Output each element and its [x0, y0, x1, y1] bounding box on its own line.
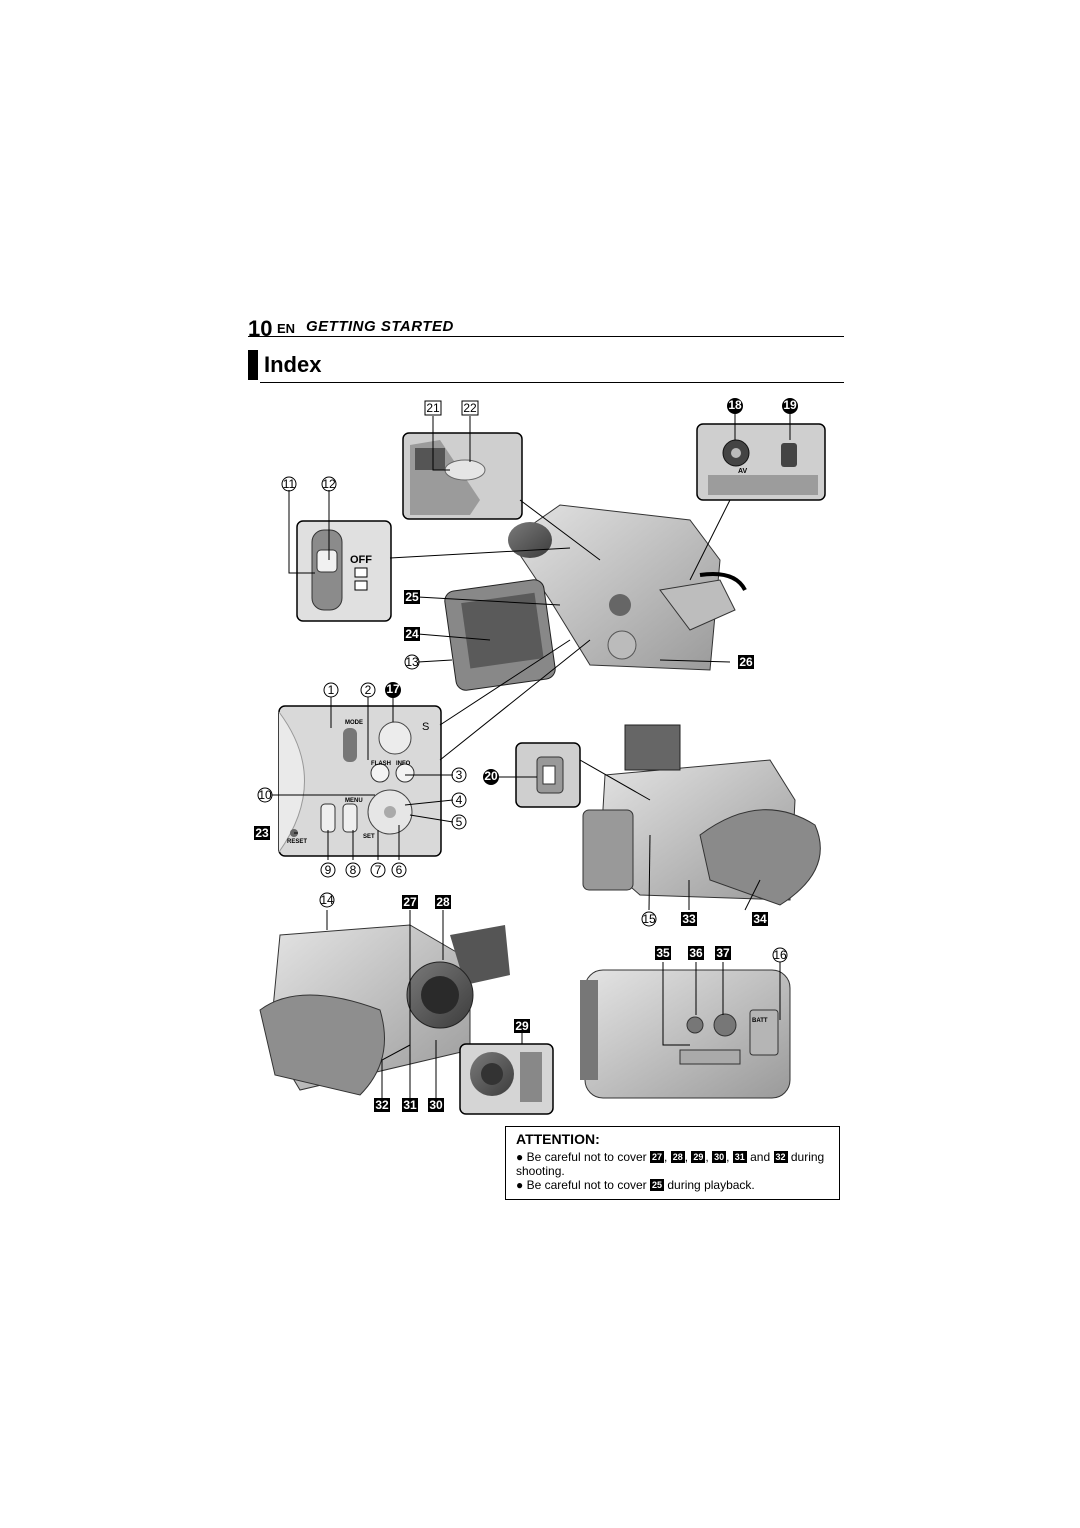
callouts-filled-text: 17 18 19 20 [386, 398, 797, 783]
callout-20: 20 [484, 769, 498, 783]
note2-prefix: Be careful not to cover [526, 1178, 647, 1192]
ref-chip-30: 30 [712, 1151, 727, 1163]
callout-3: 3 [456, 768, 463, 782]
callout-23: 23 [255, 826, 269, 840]
callouts-circle-text: 11 12 13 1 2 3 4 5 10 9 8 7 6 14 15 16 [258, 477, 787, 962]
callout-36: 36 [689, 946, 703, 960]
camcorder-main-view [444, 504, 747, 691]
callout-31: 31 [403, 1098, 417, 1112]
camcorder-parts-figure: OFF AV MODE FLASH INFO [254, 398, 826, 1115]
ref-chip-32: 32 [773, 1151, 788, 1163]
mode-label: MODE [345, 720, 363, 726]
leader-lines [272, 414, 791, 1098]
callout-27: 27 [403, 895, 417, 909]
ref-chip-31: 31 [732, 1151, 747, 1163]
bullet-icon: ● [516, 1178, 524, 1192]
callout-16: 16 [773, 948, 787, 962]
callout-17: 17 [386, 682, 400, 696]
camcorder-grip-view [582, 724, 821, 906]
note1-prefix: Be careful not to cover [526, 1150, 647, 1164]
callouts-square-outline [424, 400, 479, 416]
callout-28: 28 [436, 895, 450, 909]
callout-32: 32 [375, 1098, 389, 1112]
menu-label: MENU [345, 798, 363, 804]
attention-title: ATTENTION: [516, 1131, 600, 1147]
page-number: 10 [248, 316, 273, 341]
attention-note-shooting: ● Be careful not to cover 27, 28, 29, 30… [516, 1150, 825, 1178]
ref-chip-27: 27 [650, 1151, 665, 1163]
detail-jacks: AV [696, 423, 826, 501]
attention-box [505, 1126, 840, 1200]
reset-label: RESET [287, 839, 307, 845]
callouts-square-filled [254, 590, 768, 1112]
camcorder-bottom-view: BATT [580, 969, 791, 1099]
callout-7: 7 [375, 863, 382, 877]
av-label: AV [738, 468, 748, 475]
callout-5: 5 [456, 815, 463, 829]
note1-suffix: during shooting. [516, 1150, 825, 1178]
callouts-circle [257, 476, 788, 963]
flash-label: FLASH [371, 761, 391, 767]
callout-8: 8 [350, 863, 357, 877]
ref-chip-25: 25 [650, 1179, 665, 1191]
note2-suffix: during playback. [667, 1178, 755, 1192]
callout-29: 29 [515, 1019, 529, 1033]
callout-37: 37 [716, 946, 730, 960]
camcorder-front-view [259, 924, 510, 1096]
callout-6: 6 [396, 863, 403, 877]
language-code: EN [277, 321, 296, 336]
callout-12: 12 [322, 477, 336, 491]
callout-25: 25 [405, 590, 419, 604]
attention-note-playback: ● Be careful not to cover 25 during play… [516, 1178, 836, 1192]
s-label: S [422, 721, 429, 733]
note1-and: and [750, 1150, 771, 1164]
bullet-icon: ● [516, 1150, 524, 1164]
callout-22: 22 [463, 401, 477, 415]
callouts-square-filled-text: 25 24 26 23 27 28 29 32 31 30 33 34 35 3… [255, 590, 767, 1112]
index-title: Index [264, 352, 322, 377]
set-label: SET [363, 834, 375, 840]
callouts-square-outline-text: 21 22 [426, 401, 477, 415]
callout-2: 2 [365, 683, 372, 697]
callout-11: 11 [283, 477, 296, 491]
callout-18: 18 [728, 398, 742, 412]
callout-10: 10 [258, 788, 272, 802]
callout-33: 33 [682, 912, 696, 926]
callout-34: 34 [753, 912, 767, 926]
callout-35: 35 [656, 946, 670, 960]
callout-4: 4 [456, 793, 463, 807]
index-marker [248, 350, 258, 380]
detail-slider-20 [515, 742, 581, 808]
info-label: INFO [396, 761, 411, 767]
index-rule [260, 382, 844, 383]
callout-30: 30 [429, 1098, 443, 1112]
detail-lens [459, 1043, 554, 1115]
callout-1: 1 [328, 683, 335, 697]
header-rule [248, 336, 844, 337]
detail-control-panel: MODE FLASH INFO MENU SET RESET S [278, 705, 442, 857]
off-label: OFF [350, 554, 372, 566]
callout-13: 13 [405, 655, 419, 669]
ref-chip-29: 29 [691, 1151, 706, 1163]
callout-19: 19 [783, 398, 797, 412]
callout-26: 26 [739, 655, 753, 669]
ref-chip-28: 28 [670, 1151, 685, 1163]
detail-top-slider [402, 432, 523, 520]
callout-15: 15 [642, 912, 656, 926]
batt-label: BATT [752, 1018, 768, 1024]
section-title: GETTING STARTED [306, 318, 454, 335]
callouts-filled [385, 398, 798, 785]
callout-24: 24 [405, 627, 419, 641]
callout-9: 9 [325, 863, 332, 877]
callout-21: 21 [426, 401, 440, 415]
detail-power-switch: OFF [296, 520, 392, 622]
callout-14: 14 [320, 893, 334, 907]
